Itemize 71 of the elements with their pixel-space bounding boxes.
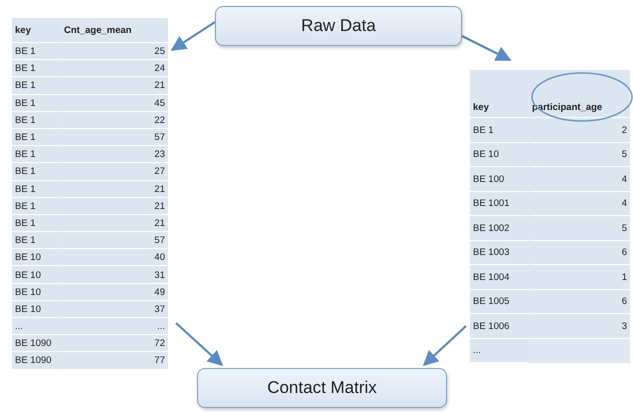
table-cell: ...	[473, 345, 481, 356]
table-cell: 23	[154, 149, 165, 160]
arrow	[175, 322, 224, 366]
table-cell: BE 1090	[15, 355, 52, 366]
arrow	[462, 35, 512, 61]
data-table	[470, 70, 630, 363]
table-cell: 25	[154, 46, 165, 58]
table-cell: 4	[622, 198, 627, 210]
table-cell: 72	[154, 338, 165, 350]
process-box	[215, 6, 462, 46]
table-cell: BE 1	[15, 132, 36, 144]
data-table	[12, 18, 168, 370]
table-cell: 5	[622, 222, 627, 234]
table-cell: ...	[15, 321, 23, 332]
table-cell: 3	[622, 320, 627, 332]
table-cell: 77	[154, 355, 165, 366]
table-cell: 57	[154, 132, 165, 144]
table-cell: 6	[622, 247, 627, 258]
table-cell: BE 1006	[473, 320, 510, 332]
table-cell: 21	[154, 218, 165, 229]
table-cell: BE 1	[15, 235, 36, 246]
table-cell: BE 1	[15, 166, 36, 178]
table-cell: 31	[154, 270, 165, 281]
column-header: participant_age	[532, 102, 602, 113]
table-cell: 4	[622, 174, 627, 185]
table-cell: 1	[622, 272, 627, 283]
table-cell: BE 1004	[473, 272, 510, 283]
table-cell: 37	[154, 304, 165, 315]
table-cell: 21	[154, 200, 165, 212]
table-cell: 27	[154, 166, 165, 178]
table-cell: BE 1	[473, 124, 494, 136]
box-label: Raw Data	[301, 16, 376, 36]
table-cell: BE 10	[15, 270, 41, 281]
column-header: Cnt_age_mean	[64, 24, 132, 36]
table-cell: BE 1	[15, 149, 36, 160]
table-cell: 49	[154, 286, 165, 298]
table-cell: 21	[154, 184, 165, 195]
table-cell: 57	[154, 235, 165, 246]
table-cell: 5	[622, 149, 627, 160]
table-cell: BE 1	[15, 80, 36, 92]
table-cell: BE 1	[15, 218, 36, 229]
table-cell: BE 1003	[473, 247, 510, 258]
table-cell: BE 1	[15, 63, 36, 74]
table-cell: BE 1001	[473, 198, 510, 210]
table-cell: BE 10	[473, 149, 499, 160]
process-box	[197, 368, 447, 408]
table-cell: 22	[154, 114, 165, 126]
table-cell: 2	[622, 124, 627, 136]
table-cell: BE 10	[15, 252, 41, 264]
table-cell: BE 1	[15, 184, 36, 195]
table-cell: BE 1090	[15, 338, 52, 350]
table-cell: 21	[154, 80, 165, 92]
table-cell: BE 100	[473, 174, 504, 185]
arrow	[170, 21, 216, 51]
table-cell: 40	[154, 252, 165, 264]
box-label: Contact Matrix	[267, 378, 377, 398]
column-header: key	[473, 102, 489, 113]
column-header: key	[15, 24, 31, 36]
table-cell: BE 1	[15, 114, 36, 126]
table-cell: BE 1	[15, 46, 36, 58]
table-cell: 6	[622, 296, 627, 308]
table-cell: BE 1005	[473, 296, 510, 308]
table-cell: BE 1	[15, 98, 36, 109]
table-cell: BE 10	[15, 304, 41, 315]
table-cell: 24	[154, 63, 165, 74]
table-cell: BE 1	[15, 200, 36, 212]
arrow	[422, 325, 467, 366]
table-cell: ...	[157, 321, 165, 332]
table-cell: BE 10	[15, 286, 41, 298]
table-cell: BE 1002	[473, 222, 510, 234]
table-cell: 45	[154, 98, 165, 109]
